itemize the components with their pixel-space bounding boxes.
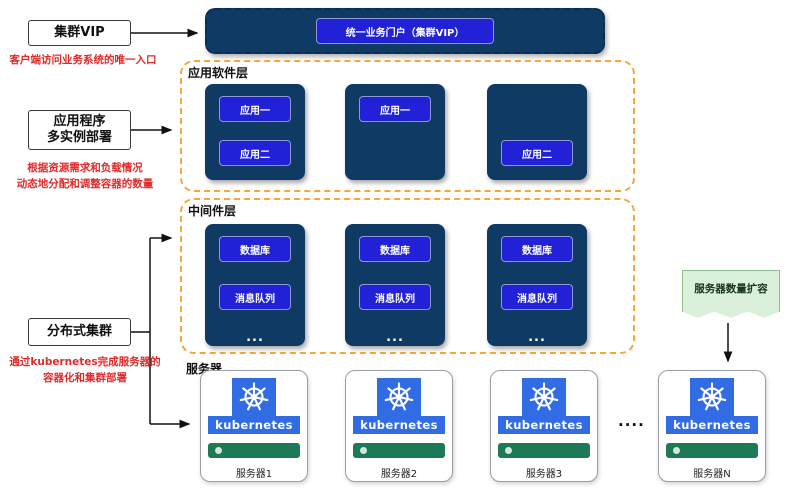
- kubernetes-logo-icon: [690, 378, 734, 416]
- app-deploy-label-line1: 应用程序: [53, 113, 106, 129]
- server-chassis-icon: [208, 443, 300, 458]
- app-button: 应用一: [359, 96, 431, 122]
- app-button: 应用一: [219, 96, 291, 122]
- portal-container: 统一业务门户（集群VIP）: [205, 8, 605, 54]
- distributed-cluster-box: 分布式集群: [28, 318, 131, 346]
- queue-button: 消息队列: [219, 284, 291, 310]
- app-note-line1: 根据资源需求和负载情况: [27, 162, 143, 174]
- server-name: 服务器3: [525, 469, 563, 480]
- server-name: 服务器2: [380, 469, 418, 480]
- database-button: 数据库: [501, 236, 573, 262]
- server-card-3: kubernetes 服务器3: [490, 370, 598, 482]
- middleware-ellipsis: ...: [386, 330, 404, 345]
- cluster-vip-box: 集群VIP: [28, 20, 131, 46]
- middleware-layer-container: [180, 198, 635, 354]
- app-note: 根据资源需求和负载情况 动态地分配和调整容器的数量: [2, 160, 168, 193]
- server-led-icon: [215, 447, 222, 454]
- queue-button: 消息队列: [359, 284, 431, 310]
- distributed-cluster-label: 分布式集群: [46, 323, 112, 339]
- database-button: 数据库: [359, 236, 431, 262]
- server-ellipsis: ....: [618, 412, 645, 430]
- cluster-note-line1: 通过kubernetes完成服务器的: [9, 356, 161, 368]
- kubernetes-wordmark: kubernetes: [498, 416, 590, 434]
- scale-out-note: 服务器数量扩容: [682, 270, 780, 318]
- server-card-1: kubernetes 服务器1: [200, 370, 308, 482]
- app-deploy-box: 应用程序 多实例部署: [28, 110, 131, 150]
- app-button: 应用二: [219, 140, 291, 166]
- database-button: 数据库: [219, 236, 291, 262]
- server-card-n: kubernetes 服务器N: [658, 370, 766, 482]
- middleware-group-2: 数据库 消息队列 ...: [345, 224, 445, 346]
- server-chassis-icon: [353, 443, 445, 458]
- middleware-ellipsis: ...: [246, 330, 264, 345]
- app-note-line2: 动态地分配和调整容器的数量: [16, 178, 154, 191]
- server-chassis-icon: [498, 443, 590, 458]
- scale-out-note-label: 服务器数量扩容: [694, 283, 768, 295]
- middleware-ellipsis: ...: [528, 330, 546, 345]
- app-group-1: 应用一 应用二: [205, 84, 305, 180]
- server-name: 服务器1: [235, 469, 273, 480]
- server-led-icon: [505, 447, 512, 454]
- cluster-vip-label: 集群VIP: [54, 24, 105, 40]
- vip-note: 客户端访问业务系统的唯一入口: [9, 54, 157, 66]
- app-layer-title: 应用软件层: [188, 66, 249, 80]
- app-button: 应用二: [501, 140, 573, 166]
- server-card-2: kubernetes 服务器2: [345, 370, 453, 482]
- app-deploy-label-line2: 多实例部署: [46, 130, 112, 145]
- kubernetes-wordmark: kubernetes: [208, 416, 300, 434]
- middleware-group-1: 数据库 消息队列 ...: [205, 224, 305, 346]
- middleware-layer-title: 中间件层: [188, 204, 237, 218]
- server-name: 服务器N: [693, 469, 731, 480]
- kubernetes-logo-icon: [522, 378, 566, 416]
- cluster-note-line2: 容器化和集群部署: [43, 372, 127, 385]
- kubernetes-wordmark: kubernetes: [353, 416, 445, 434]
- server-led-icon: [673, 447, 680, 454]
- app-group-2: 应用一: [345, 84, 445, 180]
- cluster-note: 通过kubernetes完成服务器的 容器化和集群部署: [2, 354, 168, 387]
- portal-button: 统一业务门户（集群VIP）: [316, 18, 494, 44]
- queue-button: 消息队列: [501, 284, 573, 310]
- middleware-group-3: 数据库 消息队列 ...: [487, 224, 587, 346]
- kubernetes-logo-icon: [232, 378, 276, 416]
- kubernetes-logo-icon: [377, 378, 421, 416]
- server-led-icon: [360, 447, 367, 454]
- app-group-3: 应用二: [487, 84, 587, 180]
- server-chassis-icon: [666, 443, 758, 458]
- kubernetes-wordmark: kubernetes: [666, 416, 758, 434]
- app-layer-container: [180, 60, 635, 192]
